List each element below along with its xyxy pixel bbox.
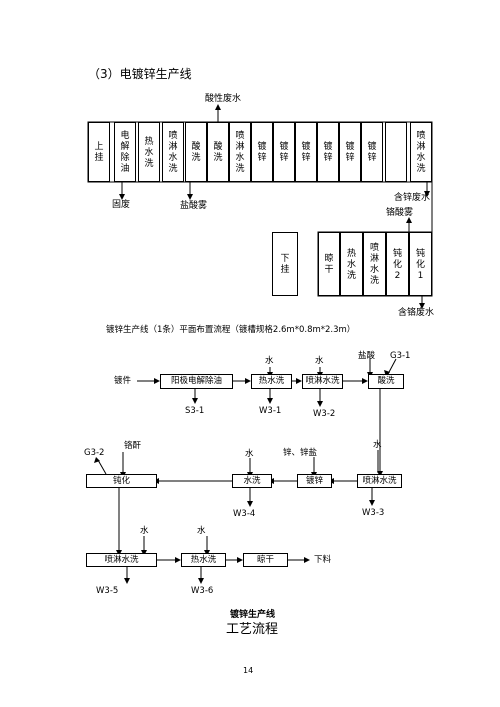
tank-label: 镀锌 <box>257 142 267 163</box>
flow-input: 镀件 <box>114 376 132 386</box>
emission-g3-1: G3-1 <box>390 351 411 361</box>
emission-w3-4: W3-4 <box>233 509 256 519</box>
tank-galvanizing: 镀锌 <box>339 122 361 182</box>
tank-label: 热水洗 <box>144 136 154 169</box>
flow-step-label: 喷淋水洗 <box>104 554 139 565</box>
flow-output: 下料 <box>314 555 332 565</box>
tank-spray-rinse: 喷淋水洗 <box>363 232 386 296</box>
tank-label: 镀锌 <box>345 142 355 163</box>
flow-step-label: 热水洗 <box>190 554 217 565</box>
flow-step-label: 喷淋水洗 <box>362 475 397 486</box>
emission-s3-1: S3-1 <box>185 406 205 416</box>
tank-passivation-2: 钝化2 <box>386 232 409 296</box>
tank-label: 镀锌 <box>301 142 311 163</box>
label-hcl-mist: 盐酸雾 <box>180 201 208 211</box>
tank-label: 喷淋水洗 <box>168 131 178 174</box>
flow-step-label: 晾干 <box>256 554 274 565</box>
tank-label: 酸洗 <box>191 142 201 163</box>
input-water: 水 <box>373 440 382 450</box>
tank-galvanizing: 镀锌 <box>295 122 317 182</box>
flow-step-label: 酸洗 <box>377 376 395 387</box>
label-zinc-wastewater: 含锌废水 <box>394 193 431 203</box>
tank-empty <box>385 122 407 182</box>
tank-galvanizing: 镀锌 <box>317 122 339 182</box>
tank-label: 镀锌 <box>279 142 289 163</box>
input-chromic-anhydride: 铬酐 <box>124 441 142 451</box>
flow-step-water-rinse: 水洗 <box>232 474 272 488</box>
emission-w3-3: W3-3 <box>362 508 385 518</box>
tank-passivation-1: 钝化1 <box>409 232 432 296</box>
flow-step-label: 阳极电解除油 <box>170 376 222 387</box>
emission-w3-1: W3-1 <box>259 406 282 416</box>
input-water: 水 <box>245 449 254 459</box>
tank-label: 钝化1 <box>415 248 425 281</box>
flow-step-label: 镀锌 <box>305 475 323 486</box>
flow-step-spray-rinse: 喷淋水洗 <box>302 374 343 389</box>
tank-drying: 晾干 <box>318 232 340 296</box>
flow-step-passivation: 钝化 <box>86 474 157 488</box>
emission-w3-5: W3-5 <box>96 586 119 596</box>
tank-electrolytic-degreasing: 电解除油 <box>114 122 136 182</box>
page-number: 14 <box>243 666 254 675</box>
flow-step-label: 喷淋水洗 <box>305 376 340 387</box>
tank-label: 喷淋水洗 <box>416 131 426 174</box>
flow-step-label: 钝化 <box>112 475 130 486</box>
figure-title: 工艺流程 <box>226 622 279 637</box>
tank-label: 镀锌 <box>323 142 333 163</box>
figure-subtitle: 镀锌生产线 <box>230 610 276 620</box>
tank-label: 晾干 <box>324 254 334 275</box>
tank-hang-on: 上挂 <box>88 122 110 182</box>
tank-label: 喷淋水洗 <box>369 243 379 286</box>
emission-w3-2: W3-2 <box>313 409 336 419</box>
flow-step-spray-rinse: 喷淋水洗 <box>86 553 157 567</box>
flow-step-anodic-degreasing: 阳极电解除油 <box>160 374 233 389</box>
label-chromic-mist: 铬酸雾 <box>386 208 414 218</box>
input-zinc-salt: 锌、锌盐 <box>283 448 318 458</box>
tank-spray-rinse: 喷淋水洗 <box>229 122 251 182</box>
emission-w3-6: W3-6 <box>191 586 214 596</box>
label-chrome-wastewater: 含铬废水 <box>398 308 435 318</box>
tank-hot-water-rinse: 热水洗 <box>340 232 363 296</box>
flow-step-hot-water-rinse: 热水洗 <box>181 553 226 567</box>
input-water: 水 <box>315 356 324 366</box>
label-solid-waste: 固废 <box>112 200 131 210</box>
tank-galvanizing: 镀锌 <box>251 122 273 182</box>
tank-hang-off: 下挂 <box>272 232 298 296</box>
tank-spray-rinse: 喷淋水洗 <box>162 122 184 182</box>
flow-step-spray-rinse: 喷淋水洗 <box>357 474 402 488</box>
flow-step-pickling: 酸洗 <box>368 374 404 389</box>
tank-galvanizing: 镀锌 <box>361 122 383 182</box>
label-acid-wastewater: 酸性废水 <box>205 94 242 104</box>
emission-g3-2: G3-2 <box>84 448 105 458</box>
tank-pickling-1: 酸洗 <box>185 122 207 182</box>
flow-step-hot-water-rinse: 热水洗 <box>251 374 292 389</box>
tank-hot-water-rinse: 热水洗 <box>138 122 160 182</box>
flow-step-label: 热水洗 <box>258 376 285 387</box>
input-water: 水 <box>265 356 274 366</box>
tank-galvanizing: 镀锌 <box>273 122 295 182</box>
tank-pickling-2: 酸洗 <box>207 122 229 182</box>
tank-spray-rinse: 喷淋水洗 <box>410 122 432 182</box>
tank-label: 钝化2 <box>392 248 402 281</box>
tank-label: 下挂 <box>280 254 290 275</box>
flow-step-galvanizing: 镀锌 <box>297 474 332 488</box>
tank-label: 上挂 <box>94 142 104 163</box>
flow-step-label: 水洗 <box>243 475 261 486</box>
flow-step-drying: 晾干 <box>243 553 288 567</box>
input-water: 水 <box>140 526 149 536</box>
tank-label: 电解除油 <box>120 131 130 174</box>
tank-label: 镀锌 <box>367 142 377 163</box>
input-hcl: 盐酸 <box>358 351 376 361</box>
tank-label: 酸洗 <box>213 142 223 163</box>
section-heading: （3）电镀锌生产线 <box>88 67 192 81</box>
tank-label: 喷淋水洗 <box>235 131 245 174</box>
input-water: 水 <box>197 526 206 536</box>
layout-caption: 镀锌生产线（1条）平面布置流程（镀槽规格2.6m*0.8m*2.3m） <box>106 325 356 335</box>
tank-label: 热水洗 <box>346 248 356 281</box>
